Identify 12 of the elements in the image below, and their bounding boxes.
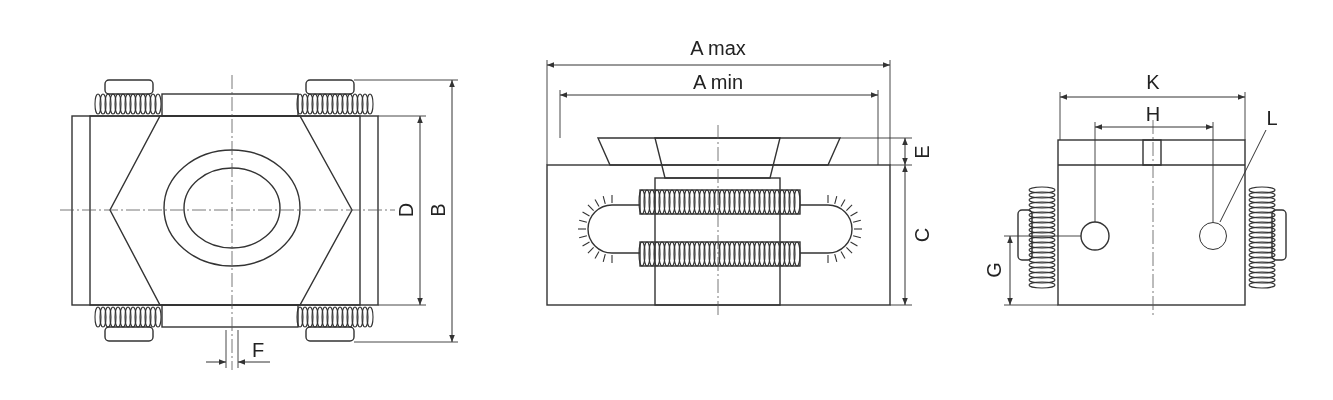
dimension-label: A max bbox=[690, 37, 746, 59]
dimension-label: A min bbox=[693, 71, 743, 93]
dimension-label: B bbox=[427, 203, 449, 217]
dimension-label: K bbox=[1146, 71, 1160, 93]
dimension-label: C bbox=[911, 227, 933, 243]
dimension-label: F bbox=[251, 339, 265, 361]
dimension-label: D bbox=[395, 202, 417, 218]
dimension-label: E bbox=[911, 145, 933, 159]
callout-letter: L bbox=[1262, 106, 1282, 130]
leader-line bbox=[1219, 129, 1267, 223]
dimension-label: G bbox=[983, 262, 1005, 278]
dimension-label: H bbox=[1145, 103, 1161, 125]
